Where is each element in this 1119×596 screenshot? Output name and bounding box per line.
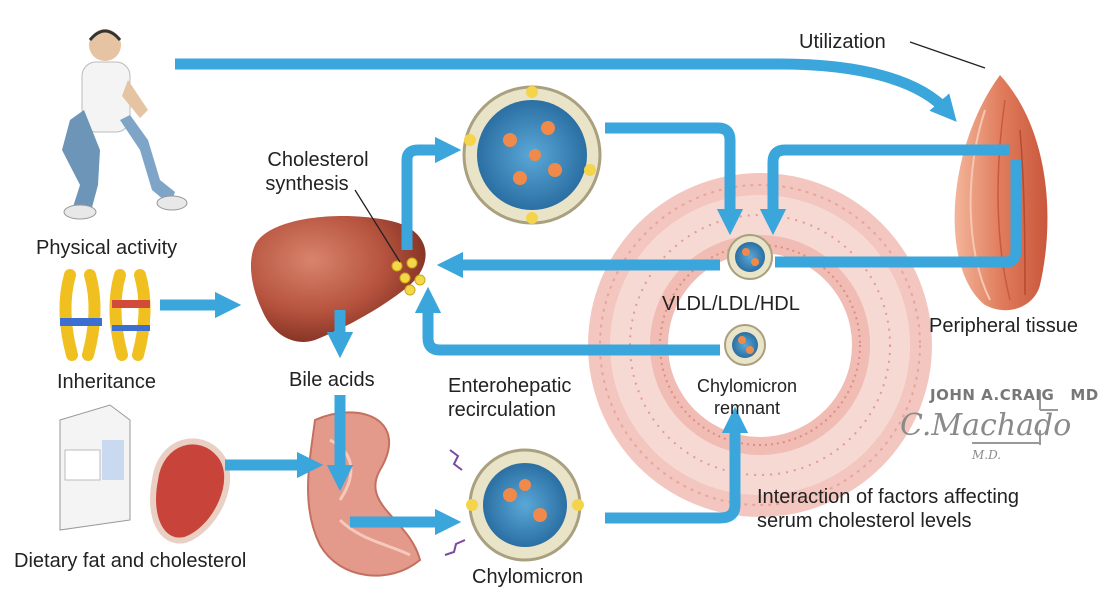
intestine-illustration (308, 412, 420, 575)
lipoprotein-top (464, 86, 600, 224)
label-cholesterol-synthesis-line2: synthesis (258, 172, 356, 196)
chromosome-illustration (60, 275, 150, 355)
signature-md: MD (1070, 386, 1098, 404)
dietary-illustration (60, 405, 227, 541)
label-enterohepatic-line2: recirculation (448, 398, 556, 422)
label-cholesterol-synthesis-line1: Cholesterol (258, 148, 378, 172)
label-utilization: Utilization (799, 30, 886, 54)
label-inheritance: Inheritance (57, 370, 156, 394)
muscle-illustration (955, 75, 1048, 310)
label-dietary: Dietary fat and cholesterol (14, 549, 246, 573)
signature-name: JOHN A.CRAIG (930, 386, 1054, 404)
runner-illustration (62, 29, 187, 219)
label-chylomicron: Chylomicron (472, 565, 583, 589)
lipoprotein-chylomicron (445, 450, 584, 560)
lipoprotein-remnant (725, 325, 765, 365)
label-peripheral-tissue: Peripheral tissue (929, 314, 1078, 338)
label-chylomicron-remnant-line2: remnant (682, 396, 812, 420)
signature-line1: JOHN A.CRAIG MD (930, 386, 1099, 404)
label-physical-activity: Physical activity (36, 236, 177, 260)
signature-line3: M.D. (972, 448, 1001, 462)
lipoprotein-vldl (728, 235, 772, 279)
label-interaction-line2: serum cholesterol levels (757, 509, 972, 533)
label-chylomicron-remnant-line1: Chylomicron (682, 374, 812, 398)
label-bile-acids: Bile acids (289, 368, 375, 392)
label-interaction-line1: Interaction of factors affecting (757, 485, 1019, 509)
signature-line2: C.Machado (900, 408, 1071, 443)
label-enterohepatic-line1: Enterohepatic (448, 374, 571, 398)
label-vldl-ldl-hdl: VLDL/LDL/HDL (662, 292, 800, 316)
